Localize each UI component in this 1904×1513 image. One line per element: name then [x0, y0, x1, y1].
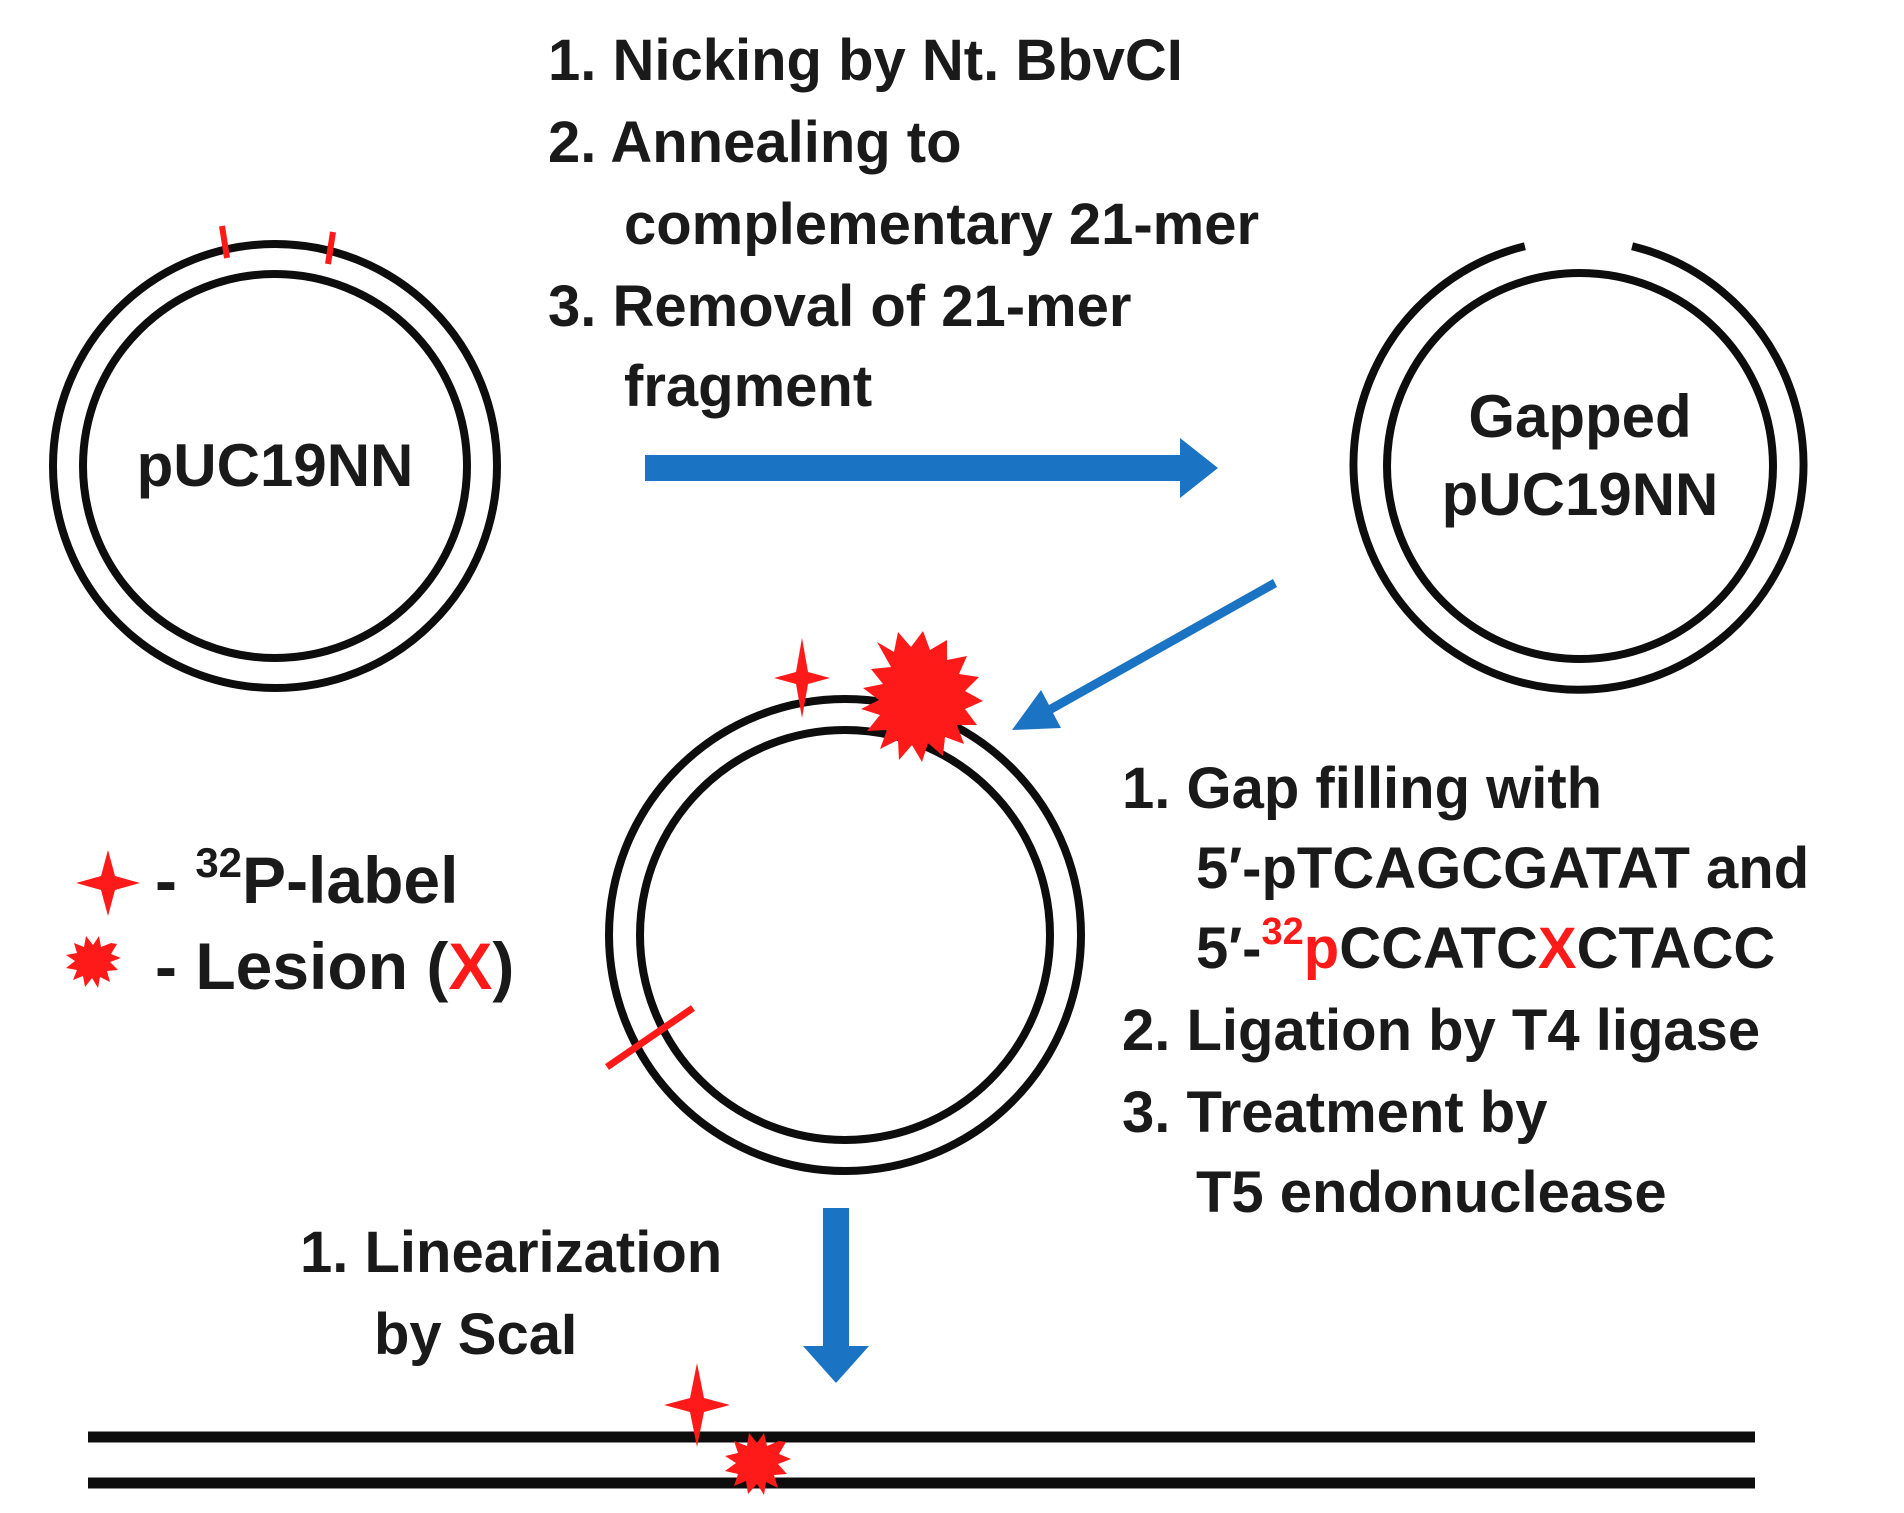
outer-strand [49, 240, 501, 692]
legend-lesion-x: X [448, 929, 492, 1003]
right-step-3-cont: T5 endonuclease [1196, 1160, 1667, 1225]
legend-label: P-label [242, 843, 458, 917]
diagonal-arrow-icon [1012, 579, 1277, 730]
plasmid-labeled-lesion [605, 631, 1085, 1175]
plasmid-puc19nn: pUC19NN [49, 225, 501, 692]
inner-strand [636, 726, 1054, 1144]
legend-lesion-prefix: - Lesion ( [155, 929, 448, 1003]
gapped-label-line2: pUC19NN [1442, 461, 1719, 528]
starburst-icon [861, 631, 983, 762]
nick-site-right [325, 231, 336, 265]
outer-strand [605, 695, 1085, 1175]
legend-lesion-text: - Lesion (X) [155, 929, 514, 1003]
plasmid-label: pUC19NN [137, 432, 414, 499]
arrow-right [645, 438, 1218, 498]
four-point-star-icon [664, 1363, 730, 1447]
starburst-icon [725, 1433, 791, 1495]
gapped-label-line1: Gapped [1468, 383, 1691, 450]
bottom-step-1-cont: by ScaI [374, 1302, 577, 1367]
right-step-3: 3. Treatment by [1122, 1080, 1547, 1145]
top-step-3: 3. Removal of 21-mer [548, 274, 1131, 339]
top-step-2-cont: complementary 21-mer [624, 192, 1259, 257]
oligo-superscript-32: 32 [1261, 911, 1303, 953]
oligo-seq-1: CCATC [1339, 916, 1538, 981]
legend-dash: - [155, 843, 195, 917]
legend-lesion-suffix: ) [492, 929, 514, 1003]
right-step-1: 1. Gap filling with [1122, 756, 1602, 821]
down-arrow-icon [803, 1208, 869, 1383]
oligo-lesion-x: X [1538, 916, 1577, 981]
legend-label-text: - 32P-label [155, 839, 458, 917]
top-step-2: 2. Annealing to [548, 110, 962, 175]
linear-dna [88, 1363, 1755, 1495]
nick-site-left [219, 225, 230, 259]
oligo-seq-2: CTACC [1577, 916, 1776, 981]
four-point-star-icon [774, 638, 830, 718]
oligo-phosphate: p [1304, 916, 1339, 981]
right-step-2: 2. Ligation by T4 ligase [1122, 998, 1760, 1063]
arrow-diagonal [1012, 579, 1277, 730]
gapped-outer-strand [1349, 242, 1808, 694]
starburst-icon [66, 936, 121, 988]
top-step-3-cont: fragment [624, 354, 872, 419]
scai-site [605, 1005, 695, 1070]
legend: - 32P-label - Lesion (X) [66, 839, 514, 1003]
right-step-list: 1. Gap filling with 5′-pTCAGCGATAT and 5… [1122, 756, 1809, 1225]
right-arrow-icon [645, 438, 1218, 498]
bottom-step-list: 1. Linearization by ScaI [300, 1220, 722, 1367]
oligo-prefix: 5′- [1196, 916, 1261, 981]
legend-superscript: 32 [195, 839, 242, 886]
arrow-down [803, 1208, 869, 1383]
bottom-step-1: 1. Linearization [300, 1220, 722, 1285]
four-point-star-icon [76, 850, 140, 916]
right-step-1-oligo-1: 5′-pTCAGCGATAT and [1196, 836, 1809, 901]
plasmid-gapped-puc19nn: Gapped pUC19NN [1349, 242, 1808, 694]
inner-strand [79, 270, 471, 662]
top-step-1: 1. Nicking by Nt. BbvCI [548, 28, 1183, 93]
top-step-list: 1. Nicking by Nt. BbvCI 2. Annealing to … [548, 28, 1259, 419]
right-step-1-oligo-2: 5′-32pCCATCXCTACC [1196, 911, 1775, 981]
inner-strand [1383, 269, 1777, 663]
